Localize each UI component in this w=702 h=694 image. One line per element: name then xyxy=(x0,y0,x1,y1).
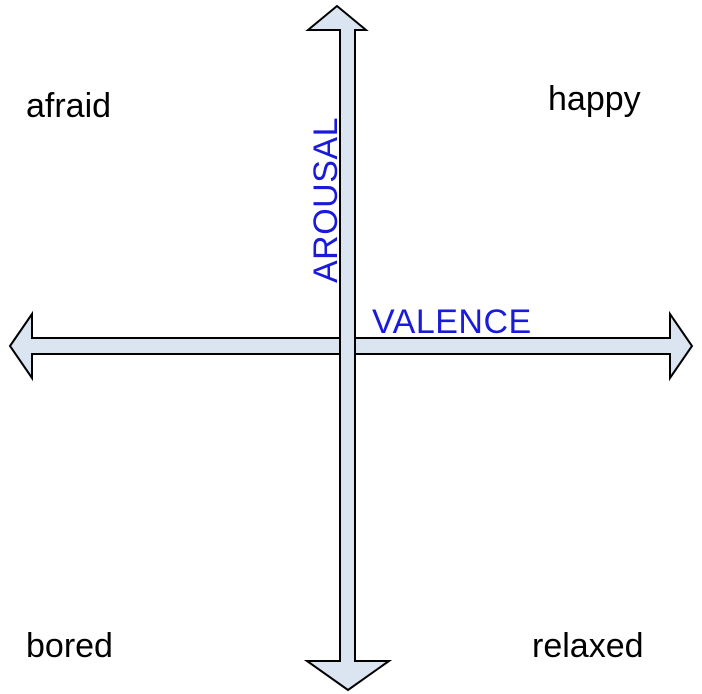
arousal-axis-label: AROUSAL xyxy=(307,117,345,283)
quadrant-label-afraid: afraid xyxy=(26,87,112,125)
quadrant-label-happy: happy xyxy=(548,80,641,118)
quadrant-label-relaxed: relaxed xyxy=(532,627,644,665)
arousal-arrow xyxy=(303,4,393,692)
valence-axis-label: VALENCE xyxy=(372,303,532,341)
quadrant-label-bored: bored xyxy=(26,627,113,665)
